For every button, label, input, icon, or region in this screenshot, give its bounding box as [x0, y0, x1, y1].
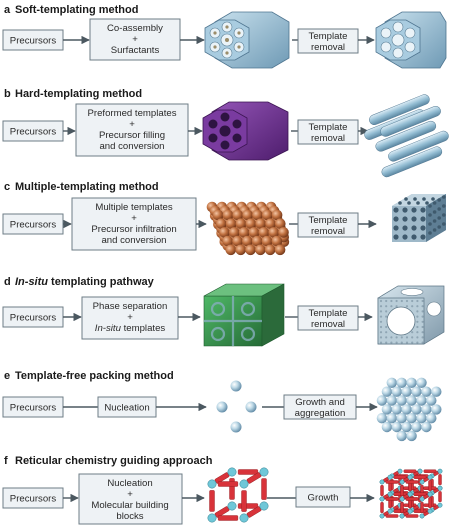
removal-box-d	[297, 305, 359, 331]
removal-e-line2: aggregation	[295, 408, 346, 419]
step-c-line2: +	[131, 213, 137, 224]
step-box-d	[81, 296, 179, 340]
building-block-cage	[207, 467, 269, 523]
section-a-title: Soft-templating method	[15, 4, 138, 16]
framework-lattice-product	[379, 468, 443, 519]
step-d-line2: +	[127, 312, 133, 323]
section-e-letter: e	[4, 370, 10, 382]
section-f-title: Reticular chemistry guiding approach	[15, 455, 213, 467]
removal-b-line1: Template	[309, 122, 348, 133]
sphere-aggregate-product	[376, 377, 442, 442]
mesoporous-hex-product	[375, 11, 447, 69]
removal-box-c	[297, 212, 359, 238]
step-d-line3: In-situ templates	[95, 323, 166, 334]
precursors-label-f: Precursors	[10, 494, 57, 505]
step-f-line4: blocks	[116, 511, 143, 522]
removal-a-line1: Template	[309, 31, 348, 42]
removal-e-line1: Growth and	[295, 397, 345, 408]
section-f-letter: f	[4, 455, 8, 467]
section-b: b Hard-templating method Precursors Pref…	[2, 88, 449, 178]
section-d-letter: d	[4, 276, 11, 288]
precursors-label-a: Precursors	[10, 36, 57, 47]
removal-f-line1: Growth	[308, 493, 339, 504]
removal-box-e	[283, 394, 357, 420]
section-d-title: In-situ templating pathway	[15, 276, 155, 288]
precursors-label-d: Precursors	[10, 313, 57, 324]
removal-box-a	[297, 28, 359, 54]
step-box-f	[78, 473, 183, 525]
section-d-title-rest: templating pathway	[48, 276, 155, 288]
section-e: e Template-free packing method Precursor…	[2, 370, 442, 442]
removal-c-line1: Template	[309, 215, 348, 226]
removal-d-line2: removal	[311, 319, 345, 330]
section-f: f Reticular chemistry guiding approach P…	[2, 455, 443, 525]
step-a-line3: Surfactants	[111, 45, 160, 56]
step-box-a	[89, 18, 181, 61]
precursors-label-e: Precursors	[10, 403, 57, 414]
hard-template-hex	[202, 101, 289, 161]
step-b-line3: Precursor filling	[99, 130, 165, 141]
section-b-title: Hard-templating method	[15, 88, 142, 100]
removal-a-line2: removal	[311, 42, 345, 53]
section-a: a Soft-templating method Precursors Co-a…	[2, 4, 447, 69]
step-c-line3: Precursor infiltration	[91, 224, 176, 235]
section-d: d In-situ templating pathway Precursors …	[2, 276, 445, 347]
copper-sphere-template	[206, 201, 290, 256]
section-a-letter: a	[4, 4, 11, 16]
step-c-line4: and conversion	[101, 235, 166, 246]
step-box-b	[75, 103, 189, 157]
precursors-label-b: Precursors	[10, 127, 57, 138]
section-b-letter: b	[4, 88, 11, 100]
step-box-c	[71, 197, 197, 251]
section-c: c Multiple-templating method Precursors …	[2, 181, 446, 256]
removal-c-line2: removal	[311, 226, 345, 237]
step-b-line4: and conversion	[99, 141, 164, 152]
step-d-line1: Phase separation	[93, 301, 168, 312]
removal-b-line2: removal	[311, 133, 345, 144]
porous-cube-product	[392, 194, 446, 242]
step-b-line2: +	[129, 119, 135, 130]
section-c-letter: c	[4, 181, 10, 193]
step-a-line1: Co-assembly	[107, 23, 163, 34]
section-c-title: Multiple-templating method	[15, 181, 159, 193]
nuclei-spheres	[216, 380, 257, 433]
step-c-line1: Multiple templates	[95, 202, 173, 213]
micelle-hex-bundle	[204, 11, 290, 69]
precursors-label-c: Precursors	[10, 220, 57, 231]
section-d-title-italic: In-situ	[15, 276, 48, 288]
removal-box-b	[297, 119, 359, 145]
rod-array-product	[364, 94, 449, 178]
step-f-line3: Molecular building	[91, 500, 168, 511]
step-f-line2: +	[127, 489, 133, 500]
step-b-line1: Preformed templates	[87, 108, 176, 119]
phase-separated-cube	[203, 283, 285, 347]
step-f-line1: Nucleation	[107, 478, 152, 489]
step-e-line1: Nucleation	[104, 403, 149, 414]
step-d-italic: In-situ	[95, 323, 122, 334]
open-frame-cage-product	[377, 285, 445, 345]
removal-d-line1: Template	[309, 308, 348, 319]
step-d-rest: templates	[121, 323, 165, 334]
removal-box-f	[295, 486, 351, 508]
section-e-title: Template-free packing method	[15, 370, 174, 382]
step-a-line2: +	[132, 34, 138, 45]
